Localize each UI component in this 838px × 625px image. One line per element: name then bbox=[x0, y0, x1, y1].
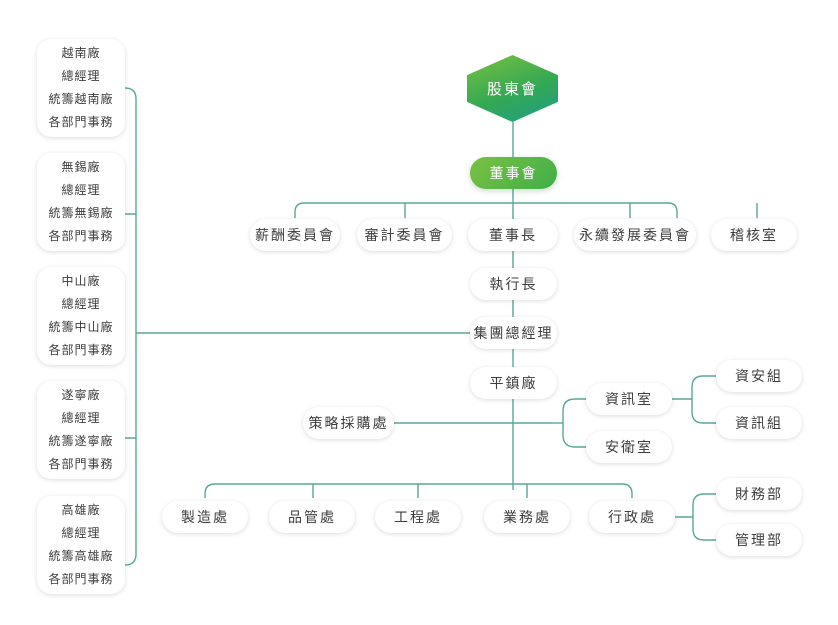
plant-line: 各部門事務 bbox=[48, 115, 114, 129]
plant-line: 中山廠 bbox=[61, 274, 101, 288]
management-dept-node: 管理部 bbox=[716, 524, 802, 556]
plant-line: 統籌無錫廠 bbox=[48, 206, 114, 220]
suining-plant-node: 遂寧廠 總經理 統籌遂寧廠 各部門事務 bbox=[37, 381, 125, 479]
plant-line: 總經理 bbox=[61, 297, 101, 311]
wuxi-plant-node: 無錫廠 總經理 統籌無錫廠 各部門事務 bbox=[37, 153, 125, 251]
plant-line: 總經理 bbox=[61, 69, 101, 83]
zhongshan-plant-node: 中山廠 總經理 統籌中山廠 各部門事務 bbox=[37, 267, 125, 365]
audit-committee-node: 審計委員會 bbox=[357, 219, 452, 251]
plant-line: 各部門事務 bbox=[48, 457, 114, 471]
group-gm-node: 集團總經理 bbox=[470, 317, 557, 349]
plant-line: 統籌越南廠 bbox=[48, 92, 114, 106]
plant-line: 無錫廠 bbox=[61, 160, 101, 174]
plant-line: 各部門事務 bbox=[48, 343, 114, 357]
remuneration-committee-node: 薪酬委員會 bbox=[250, 219, 340, 251]
quality-dept-node: 品管處 bbox=[269, 501, 355, 533]
finance-dept-node: 財務部 bbox=[716, 478, 802, 510]
info-group-node: 資訊組 bbox=[716, 407, 802, 439]
plant-line: 統籌遂寧廠 bbox=[48, 434, 114, 448]
board-node: 董事會 bbox=[470, 157, 557, 189]
internal-audit-node: 稽核室 bbox=[711, 219, 797, 251]
plant-line: 各部門事務 bbox=[48, 229, 114, 243]
plant-line: 各部門事務 bbox=[48, 572, 114, 586]
plant-line: 統籌高雄廠 bbox=[48, 549, 114, 563]
ceo-node: 執行長 bbox=[470, 268, 557, 300]
infosec-group-node: 資安組 bbox=[716, 360, 802, 392]
plant-line: 高雄廠 bbox=[61, 503, 101, 517]
plant-line: 統籌中山廠 bbox=[48, 320, 114, 334]
strategic-procurement-node: 策略採購處 bbox=[303, 407, 394, 439]
plant-line: 遂寧廠 bbox=[61, 388, 101, 402]
pingzhen-plant-node: 平鎮廠 bbox=[470, 367, 557, 399]
admin-dept-node: 行政處 bbox=[589, 501, 675, 533]
it-office-node: 資訊室 bbox=[586, 383, 672, 415]
plant-line: 總經理 bbox=[61, 183, 101, 197]
plant-line: 總經理 bbox=[61, 411, 101, 425]
safety-office-node: 安衛室 bbox=[586, 431, 672, 463]
chairman-node: 董事長 bbox=[468, 219, 558, 251]
kaohsiung-plant-node: 高雄廠 總經理 統籌高雄廠 各部門事務 bbox=[37, 496, 125, 594]
sales-dept-node: 業務處 bbox=[484, 501, 570, 533]
engineering-dept-node: 工程處 bbox=[375, 501, 461, 533]
plant-line: 越南廠 bbox=[61, 46, 101, 60]
vietnam-plant-node: 越南廠 總經理 統籌越南廠 各部門事務 bbox=[37, 39, 125, 137]
sustainability-committee-node: 永續發展委員會 bbox=[574, 219, 696, 251]
manufacturing-dept-node: 製造處 bbox=[162, 501, 248, 533]
plant-line: 總經理 bbox=[61, 526, 101, 540]
